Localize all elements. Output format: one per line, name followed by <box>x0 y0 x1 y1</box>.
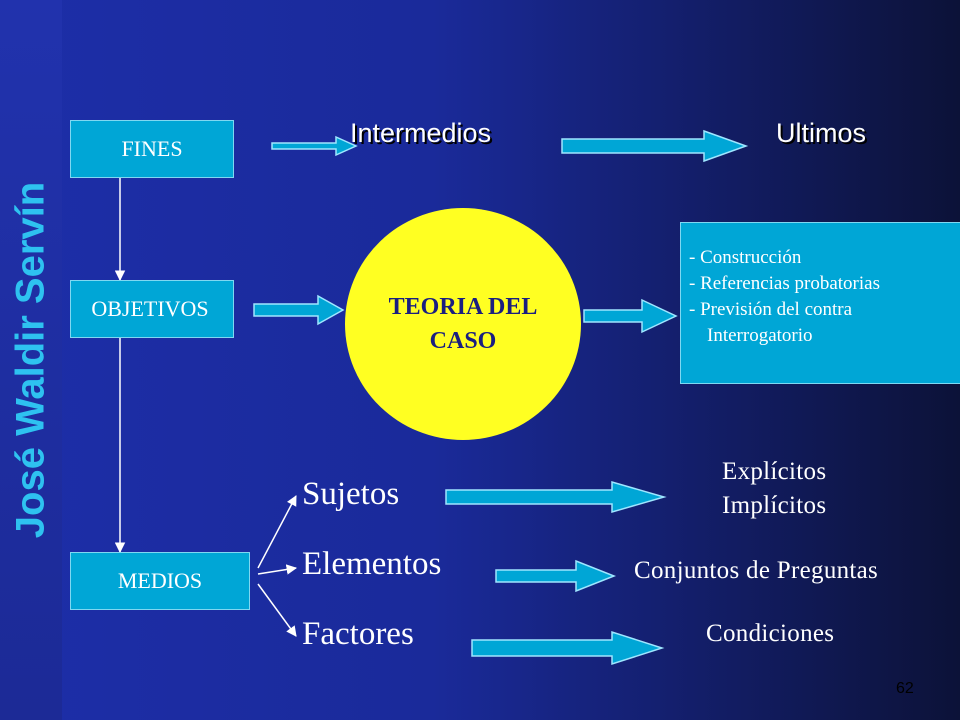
means-elementos: Elementos <box>302 546 442 582</box>
result-explicitos: Explícitos <box>722 458 827 485</box>
objetivos-box: OBJETIVOS <box>70 280 234 338</box>
fines-box: FINES <box>70 120 234 178</box>
note-referencias: - Referencias probatorias <box>689 273 880 294</box>
note-prevision: - Previsión del contra <box>689 299 853 320</box>
arrow-factores-condiciones <box>471 630 665 666</box>
arrow-sujetos-explicitos <box>445 481 667 513</box>
header-intermedios: Intermedios <box>350 118 492 148</box>
result-implicitos: Implícitos <box>722 492 827 519</box>
teoria-line-1: TEORIA DEL <box>388 294 538 320</box>
objetivos-label: OBJETIVOS <box>91 296 209 321</box>
sidebar: José Waldir Servín <box>0 0 62 720</box>
means-factores: Factores <box>302 616 414 652</box>
teoria-notes-box: - Construcción - Referencias probatorias… <box>680 222 960 384</box>
means-sujetos: Sujetos <box>302 476 400 512</box>
arrow-fines-intermedios <box>271 135 358 157</box>
page-number: 62 <box>896 680 914 697</box>
arrow-elementos-conjuntos <box>495 559 617 593</box>
medios-label: MEDIOS <box>117 568 203 593</box>
result-conjuntos: Conjuntos de Preguntas <box>634 557 879 584</box>
arrow-teoria-notas <box>583 298 678 334</box>
arrow-intermedios-ultimos <box>561 129 749 163</box>
medios-box: MEDIOS <box>70 552 250 610</box>
branch-sujetos <box>257 495 297 569</box>
branch-elementos <box>257 564 298 575</box>
arrow-objetivos-teoria <box>253 294 345 326</box>
fines-label: FINES <box>121 136 183 161</box>
teoria-line-2: CASO <box>429 328 497 354</box>
header-ultimos: Ultimos <box>776 118 867 148</box>
branch-factores <box>257 583 297 637</box>
note-construccion: - Construcción <box>689 247 802 268</box>
result-condiciones: Condiciones <box>706 620 835 647</box>
teoria-del-caso-circle: TEORIA DEL CASO <box>345 208 581 440</box>
note-interrogatorio: Interrogatorio <box>707 325 813 346</box>
